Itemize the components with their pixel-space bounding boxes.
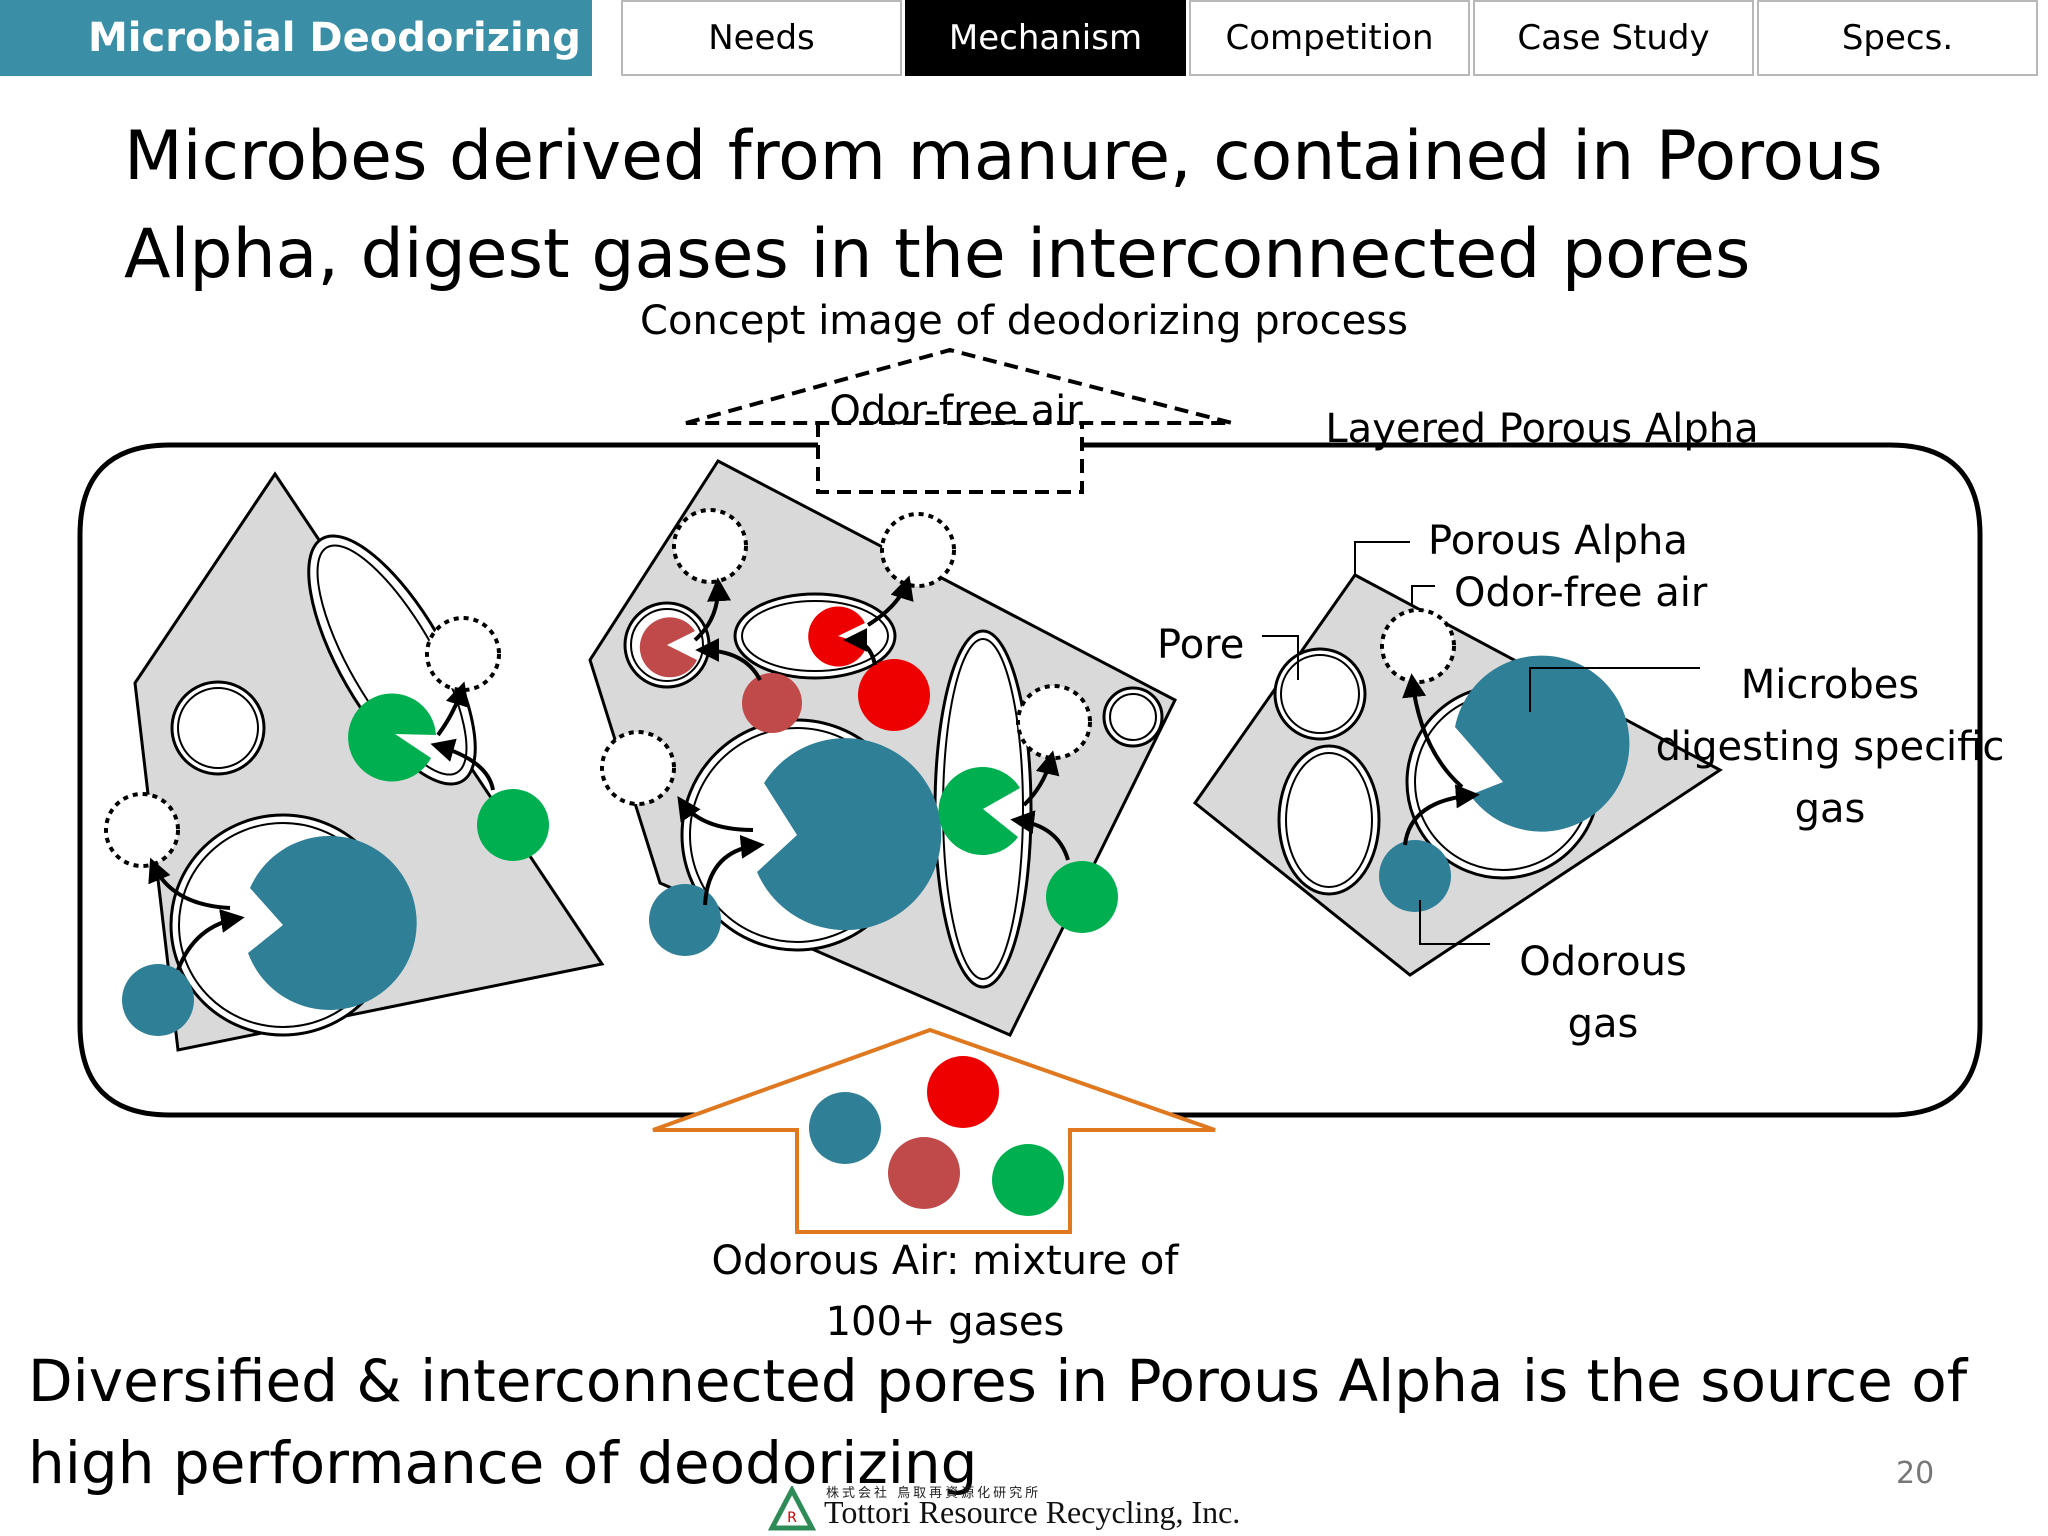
svg-text:R: R xyxy=(787,1510,797,1526)
inlet-gas-teal xyxy=(809,1092,881,1164)
inlet-arrow xyxy=(652,1027,1216,1234)
callout-lines xyxy=(1262,541,1700,945)
tab-needs-label: Needs xyxy=(708,18,815,58)
odor-free-air-label: Odor-free air xyxy=(1454,570,1708,616)
outlet-arrow xyxy=(685,347,1233,494)
page-number: 20 xyxy=(1896,1456,1935,1491)
gas-teal xyxy=(122,964,194,1036)
microbes xyxy=(248,606,1630,1010)
layered-porous-alpha-label: Layered Porous Alpha xyxy=(1325,406,1758,452)
company-name-jp: 株式会社 鳥取再資源化研究所 xyxy=(826,1486,1042,1501)
tab-mechanism[interactable]: Mechanism xyxy=(905,0,1186,76)
gas-green xyxy=(1046,861,1118,933)
inlet-gas-green xyxy=(992,1144,1064,1216)
conclusion-text: Diversified & interconnected pores in Po… xyxy=(28,1340,2018,1504)
process-arrows xyxy=(148,575,1480,971)
gas-green xyxy=(477,789,549,861)
tab-mechanism-label: Mechanism xyxy=(948,18,1143,58)
gas-molecules xyxy=(122,659,1451,1036)
odorous-air-label-line2: 100+ gases xyxy=(826,1299,1065,1345)
microbes-label-line1: Microbes xyxy=(1741,662,1920,708)
conclusion-line2: high performance of deodorizing xyxy=(28,1429,978,1497)
company-logo-icon: R xyxy=(768,1486,816,1531)
slide-title-line1: Microbes derived from manure, contained … xyxy=(124,117,1883,196)
gas-red xyxy=(858,659,930,731)
gas-darkred xyxy=(742,673,802,733)
slide-title-line2: Alpha, digest gases in the interconnecte… xyxy=(124,215,1751,294)
tab-needs[interactable]: Needs xyxy=(621,0,902,76)
odorous-gas-label-line1: Odorous xyxy=(1519,939,1687,985)
tab-case-study-label: Case Study xyxy=(1517,18,1710,58)
company-footer: R 株式会社 鳥取再資源化研究所 Tottori Resource Recycl… xyxy=(768,1476,1308,1536)
brand-title: Microbial Deodorizing xyxy=(0,0,592,76)
tab-competition-label: Competition xyxy=(1225,18,1434,58)
tab-specs[interactable]: Specs. xyxy=(1757,0,2038,76)
conclusion-line1: Diversified & interconnected pores in Po… xyxy=(28,1347,1968,1415)
microbe-darkred-middle xyxy=(639,617,697,678)
slide-title: Microbes derived from manure, contained … xyxy=(124,108,1924,304)
gas-teal xyxy=(1379,840,1451,912)
tab-case-study[interactable]: Case Study xyxy=(1473,0,1754,76)
diagram-caption: Concept image of deodorizing process xyxy=(640,298,1408,344)
odor-free-air-bubbles xyxy=(104,508,1456,868)
tab-competition[interactable]: Competition xyxy=(1189,0,1470,76)
microbe-green-left xyxy=(348,693,436,782)
microbes-label-line2: digesting specific xyxy=(1656,724,2005,770)
top-nav-bar: Microbial Deodorizing Needs Mechanism Co… xyxy=(0,0,2048,76)
microbe-teal-left xyxy=(248,835,417,1010)
company-name-en: Tottori Resource Recycling, Inc. xyxy=(824,1494,1241,1530)
gas-teal xyxy=(649,884,721,956)
odorous-air-label-line1: Odorous Air: mixture of xyxy=(712,1238,1180,1284)
odorous-gas-label-line2: gas xyxy=(1568,1001,1639,1047)
porous-alpha-label: Porous Alpha xyxy=(1428,518,1688,564)
pore-label: Pore xyxy=(1157,622,1244,668)
inlet-gas-darkred xyxy=(888,1137,960,1209)
odor-free-air-top-label: Odor-free air xyxy=(829,388,1083,434)
microbe-teal-right xyxy=(1455,655,1630,832)
inlet-gas-red xyxy=(927,1056,999,1128)
microbe-green-middle xyxy=(938,767,1020,856)
tab-specs-label: Specs. xyxy=(1841,18,1954,58)
microbe-teal-middle xyxy=(757,738,942,931)
microbes-label-line3: gas xyxy=(1795,786,1866,832)
